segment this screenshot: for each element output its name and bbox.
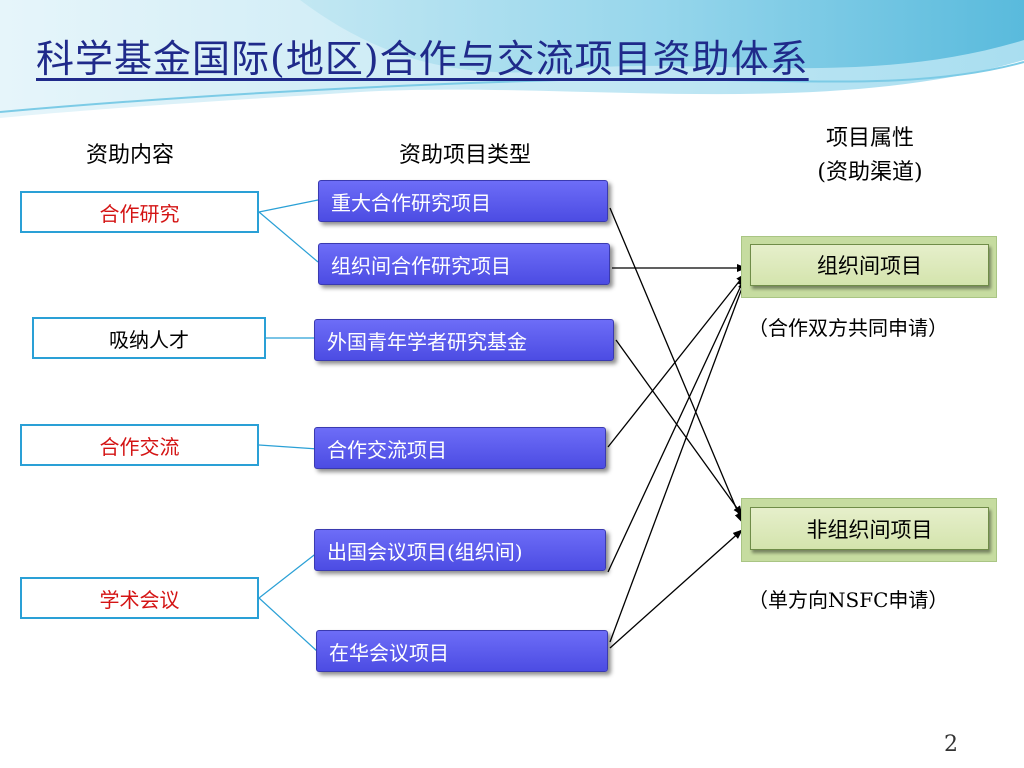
page-number: 2 [944, 732, 958, 757]
connector-conference-china [258, 597, 319, 653]
attribute-box-org: 组织间项目 [750, 244, 989, 286]
attribute-box-nonorg: 非组织间项目 [750, 507, 989, 550]
type-box-exchange-project: 合作交流项目 [314, 427, 606, 469]
background-wave [0, 0, 1024, 118]
type-box-major-cooperative-research: 重大合作研究项目 [318, 180, 608, 222]
connector-conference-abroad [258, 551, 319, 599]
arrow-major-to-nonorg [609, 207, 743, 523]
attribute-note-org: （合作双方共同申请） [748, 316, 948, 340]
arrow-abroad-to-org [607, 276, 746, 573]
type-box-young-scholar-fund: 外国青年学者研究基金 [314, 319, 614, 361]
header-attribute: 项目属性 (资助渠道) [770, 122, 970, 190]
header-type: 资助项目类型 [398, 143, 531, 168]
attribute-note-nonorg: （单方向NSFC申请） [748, 588, 949, 612]
arrow-china-to-org [609, 279, 746, 643]
content-box-academic-conference: 学术会议 [20, 577, 259, 619]
header-attribute-line1: 项目属性 [825, 126, 914, 151]
type-box-conference-china: 在华会议项目 [316, 630, 608, 672]
connector-exchange-project [258, 444, 319, 450]
arrow-exchange-to-org [607, 273, 746, 448]
content-box-talent: 吸纳人才 [32, 317, 266, 359]
arrow-youth-to-nonorg [615, 339, 743, 516]
connector-coop-research-major [258, 199, 319, 213]
header-content: 资助内容 [85, 143, 174, 168]
header-attribute-line2: (资助渠道) [817, 160, 923, 186]
content-box-cooperative-research: 合作研究 [20, 191, 259, 233]
connector-coop-research-org [258, 211, 319, 263]
type-box-org-cooperative-research: 组织间合作研究项目 [318, 243, 610, 285]
content-box-cooperative-exchange: 合作交流 [20, 424, 259, 466]
arrow-china-to-nonorg [609, 529, 743, 649]
type-box-conference-abroad: 出国会议项目(组织间) [314, 529, 606, 571]
slide-title: 科学基金国际(地区)合作与交流项目资助体系 [36, 37, 809, 81]
